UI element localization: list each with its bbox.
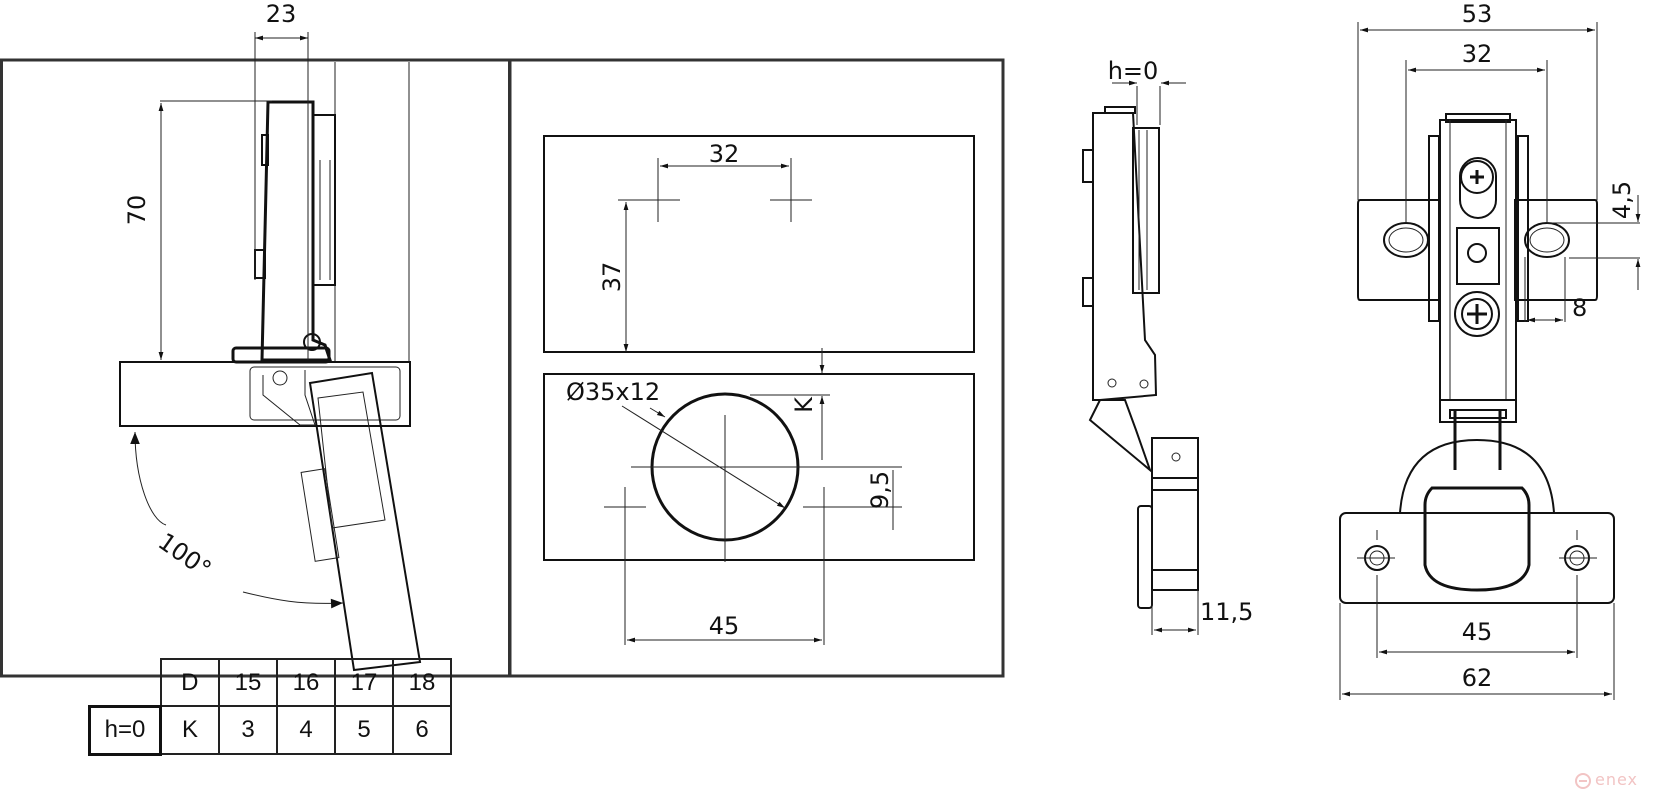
- dim-k-label: K: [790, 396, 818, 413]
- cup-diameter-label: Ø35x12: [566, 378, 660, 406]
- dim-8-label: 8: [1572, 294, 1587, 322]
- dim-37-label: 37: [598, 262, 626, 293]
- drilling-plan: 32 37 Ø35x12 K 9,5 45: [543, 135, 975, 645]
- front-view: 53 32 4,5 8 45 62: [1339, 0, 1641, 700]
- table-cell: 18: [392, 658, 452, 707]
- dim-45-drill-label: 45: [709, 612, 740, 640]
- dim-11-5-label: 11,5: [1200, 598, 1253, 626]
- dim-70-label: 70: [123, 195, 151, 226]
- table-cell: D: [159, 658, 220, 707]
- table-cell: 15: [218, 658, 278, 707]
- h-label-cell: h=0: [88, 704, 162, 756]
- dim-h0-label: h=0: [1108, 57, 1159, 85]
- dim-32-drill-label: 32: [709, 140, 740, 168]
- left-panel-frame: [0, 58, 1005, 678]
- table-row: h=0 K 3 4 5 6: [88, 704, 452, 756]
- dim-62-label: 62: [1462, 664, 1493, 692]
- table-cell: 5: [334, 705, 394, 755]
- table-cell: 4: [276, 705, 336, 755]
- table-cell: 3: [218, 705, 278, 755]
- table-cell: 17: [334, 658, 394, 707]
- side-view: 23 70 100°: [119, 0, 422, 672]
- watermark-text: enex: [1595, 770, 1639, 789]
- watermark: enex: [1575, 770, 1638, 789]
- angle-100-label: 100°: [153, 527, 216, 583]
- table-cell: K: [159, 705, 220, 755]
- dim-53-label: 53: [1462, 0, 1493, 28]
- dim-4-5-label: 4,5: [1608, 181, 1636, 219]
- k-distance-table: D 15 16 17 18 h=0 K 3 4 5 6: [88, 658, 452, 756]
- table-cell: 6: [392, 705, 452, 755]
- table-cell: 16: [276, 658, 336, 707]
- dim-9-5-label: 9,5: [866, 471, 894, 509]
- dim-23-label: 23: [266, 0, 297, 28]
- dim-45-front-label: 45: [1462, 618, 1493, 646]
- dim-32-front-label: 32: [1462, 40, 1493, 68]
- profile-view: h=0 11,5: [1082, 57, 1253, 635]
- table-empty-cell: [90, 659, 161, 706]
- table-header-row: D 15 16 17 18: [90, 658, 452, 707]
- enex-logo-icon: [1575, 772, 1591, 789]
